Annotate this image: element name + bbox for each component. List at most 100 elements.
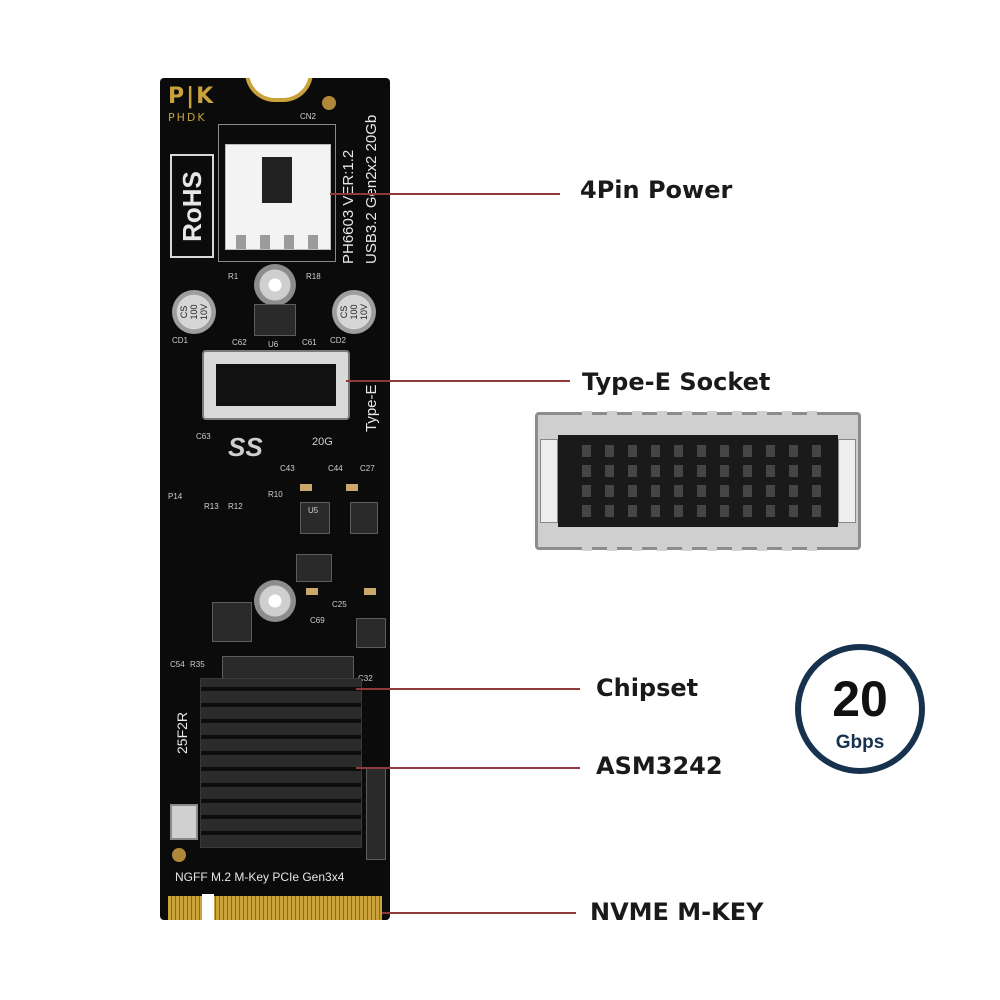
chip-marking: 25F2R bbox=[174, 711, 190, 754]
callout-type-e-socket: Type-E Socket bbox=[582, 368, 771, 396]
socket-inner-contact bbox=[743, 505, 752, 517]
silk-label: C44 bbox=[328, 464, 343, 473]
socket-inner-contact bbox=[766, 465, 775, 477]
socket-inner-contact bbox=[766, 445, 775, 457]
m2-adapter-board: P|K PHDK RoHS CN2 PH6603 VER:1.2 USB3.2 … bbox=[160, 78, 390, 920]
socket-contact bbox=[632, 411, 642, 427]
silk-label: C54 bbox=[170, 660, 185, 669]
brand-logo: P|K PHDK bbox=[168, 84, 215, 124]
capacitor: CS 100 10V bbox=[172, 290, 216, 334]
silk-label: C61 bbox=[302, 338, 317, 347]
socket-inner-contact bbox=[651, 465, 660, 477]
connector-pin bbox=[284, 235, 294, 249]
socket-contact bbox=[582, 411, 592, 427]
socket-inner-contact bbox=[812, 445, 821, 457]
chip bbox=[212, 602, 252, 642]
socket-inner-contact bbox=[674, 485, 683, 497]
speed-badge: 20 Gbps bbox=[795, 644, 925, 774]
model-text: PH6603 VER:1.2 bbox=[340, 149, 357, 264]
silk-label: C62 bbox=[232, 338, 247, 347]
silk-label: C43 bbox=[280, 464, 295, 473]
socket-inner-contact bbox=[812, 505, 821, 517]
type-e-leader-line bbox=[346, 380, 570, 382]
smd-column bbox=[366, 768, 386, 860]
speed-value: 20 bbox=[832, 671, 888, 727]
silk-label: R13 bbox=[204, 502, 219, 511]
socket-inner-contact bbox=[582, 445, 591, 457]
socket-inner-contact bbox=[766, 485, 775, 497]
socket-inner-contact bbox=[605, 485, 614, 497]
socket-contact bbox=[782, 535, 792, 551]
socket-inner-contact bbox=[605, 505, 614, 517]
m-key-notch bbox=[202, 894, 214, 920]
socket-inner-contact bbox=[674, 445, 683, 457]
socket-contact bbox=[757, 535, 767, 551]
socket-contact bbox=[757, 411, 767, 427]
socket-inner-contact bbox=[697, 505, 706, 517]
socket-inner-contact bbox=[582, 485, 591, 497]
socket-inner-contact bbox=[720, 505, 729, 517]
socket-inner-contact bbox=[720, 445, 729, 457]
screw-notch bbox=[245, 78, 313, 102]
type-e-socket-closeup bbox=[535, 411, 861, 551]
socket-inner-contact bbox=[789, 485, 798, 497]
smd-component bbox=[306, 588, 318, 595]
socket-contact bbox=[582, 535, 592, 551]
socket-contact bbox=[782, 411, 792, 427]
chipset-leader-line bbox=[356, 688, 580, 690]
silk-label: R10 bbox=[268, 490, 283, 499]
socket-inner-contact bbox=[789, 505, 798, 517]
socket-inner-contact bbox=[789, 445, 798, 457]
connector-pin bbox=[260, 235, 270, 249]
socket-contact bbox=[657, 535, 667, 551]
socket-contact bbox=[807, 411, 817, 427]
capacitor-marking: CS 100 10V bbox=[338, 303, 369, 321]
silk-label: U6 bbox=[268, 340, 279, 349]
silk-label: CD2 bbox=[330, 336, 347, 345]
rohs-text: RoHS bbox=[176, 170, 207, 242]
socket-inner-contact bbox=[812, 485, 821, 497]
socket-inner-contact bbox=[766, 505, 775, 517]
socket-inner-contact bbox=[697, 445, 706, 457]
silk-label: U5 bbox=[308, 506, 319, 515]
brand-mark: P|K bbox=[168, 84, 216, 109]
socket-contact bbox=[807, 535, 817, 551]
capacitor-marking: CS 100 10V bbox=[178, 303, 209, 321]
silk-label: CN2 bbox=[300, 112, 317, 121]
asm-leader-line bbox=[356, 767, 580, 769]
callout-asm3242: ASM3242 bbox=[596, 752, 723, 780]
nvme-leader-line bbox=[382, 912, 576, 914]
silk-label: R35 bbox=[190, 660, 205, 669]
callout-nvme-m-key: NVME M-KEY bbox=[590, 898, 764, 926]
silk-label: C32 bbox=[358, 674, 373, 683]
socket-inner-contact bbox=[812, 465, 821, 477]
silk-label: C69 bbox=[310, 616, 325, 625]
chip bbox=[350, 502, 378, 534]
socket-contact bbox=[732, 535, 742, 551]
socket-inner-contact bbox=[628, 505, 637, 517]
socket-inner-contact bbox=[720, 485, 729, 497]
silk-label: R18 bbox=[306, 272, 321, 281]
type-e-socket bbox=[202, 350, 350, 420]
socket-inner-contact bbox=[743, 445, 752, 457]
connector-pin bbox=[308, 235, 318, 249]
socket-inner-contact bbox=[743, 485, 752, 497]
resistor-array bbox=[222, 656, 354, 680]
usb-spec-text: USB3.2 Gen2x2 20Gb bbox=[363, 114, 380, 264]
mounting-dot bbox=[322, 96, 336, 110]
smd-component bbox=[300, 484, 312, 491]
socket-inner-contact bbox=[628, 465, 637, 477]
silk-label: R12 bbox=[228, 502, 243, 511]
silk-label: C27 bbox=[360, 464, 375, 473]
silk-label: R1 bbox=[228, 272, 239, 281]
connector-pin bbox=[236, 235, 246, 249]
socket-inner-contact bbox=[651, 505, 660, 517]
socket-inner-contact bbox=[651, 485, 660, 497]
chip bbox=[300, 502, 330, 534]
socket-inner-contact bbox=[674, 505, 683, 517]
socket-inner-contact bbox=[697, 465, 706, 477]
socket-inner-contact bbox=[789, 465, 798, 477]
4pin-power-connector bbox=[225, 144, 331, 250]
socket-inner-contact bbox=[674, 465, 683, 477]
connector-slot bbox=[262, 157, 292, 203]
